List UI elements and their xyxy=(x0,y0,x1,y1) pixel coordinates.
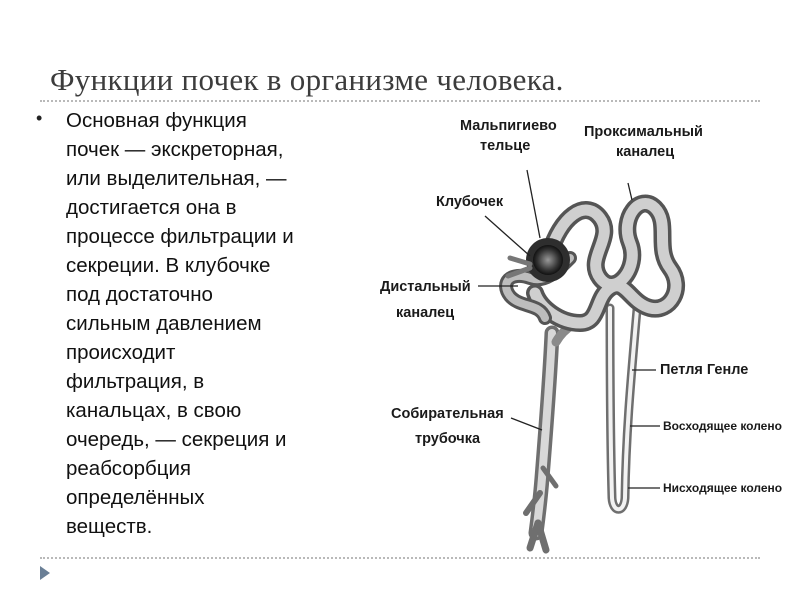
bullet-marker: • xyxy=(36,108,43,128)
label-collecting-line1: Собирательная xyxy=(391,406,504,422)
label-proximal-line2: каналец xyxy=(616,144,674,160)
label-glomerulus: Клубочек xyxy=(436,194,504,210)
label-ascending: Восходящее колено xyxy=(663,419,782,433)
malpighian-body xyxy=(505,238,570,282)
label-henle: Петля Генле xyxy=(660,362,748,378)
label-proximal-line1: Проксимальный xyxy=(584,124,703,140)
label-descending: Нисходящее колено xyxy=(663,481,782,495)
nephron-diagram: Мальпигиево тельце Проксимальный каналец… xyxy=(380,118,782,554)
loop-of-henle xyxy=(605,293,643,514)
label-malpighian-line2: тельце xyxy=(480,138,530,154)
collecting-duct xyxy=(523,325,560,554)
bullet-text: Основная функция почек — экскреторная, и… xyxy=(66,109,294,538)
pointer-lines xyxy=(478,169,660,489)
label-collecting-line2: трубочка xyxy=(415,431,481,447)
slide-title: Функции почек в организме человека. xyxy=(50,62,564,97)
label-malpighian-line1: Мальпигиево xyxy=(460,118,557,134)
footer-divider xyxy=(40,557,760,559)
label-distal-line2: каналец xyxy=(396,305,454,321)
slide-arrow-icon xyxy=(40,566,50,580)
label-distal-line1: Дистальный xyxy=(380,279,471,295)
title-divider xyxy=(40,100,760,102)
